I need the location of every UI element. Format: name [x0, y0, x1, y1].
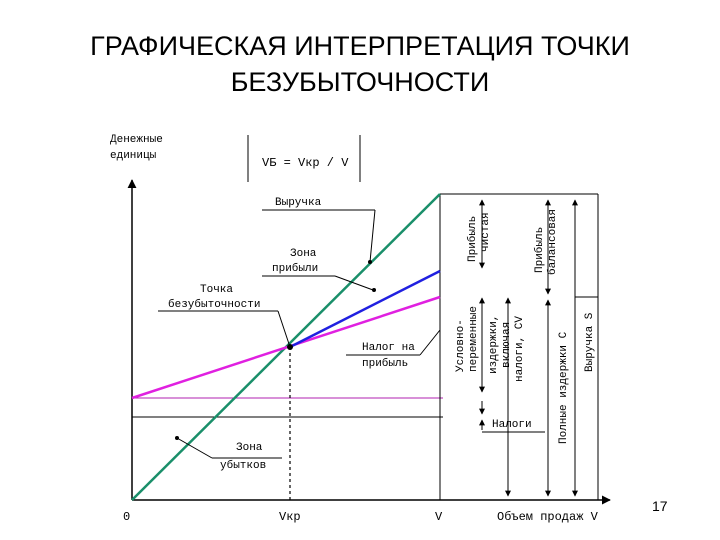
- tax-callout: Налог на прибыль: [346, 329, 441, 370]
- balance-profit-label: Прибыль балансовая: [533, 209, 559, 275]
- formula-box: VБ = Vкр / V: [247, 135, 361, 182]
- total-costs-label: Полные издержки C: [558, 331, 570, 444]
- tax-label: Налог на прибыль: [362, 342, 421, 370]
- y-axis-label: Денежные единицы: [110, 134, 169, 162]
- title-line-1: ГРАФИЧЕСКАЯ ИНТЕРПРЕТАЦИЯ ТОЧКИ: [90, 31, 630, 61]
- x-axis-label: Объем продаж V: [497, 510, 599, 524]
- variable-costs-label: издержки, включая налоги, CV: [488, 308, 526, 382]
- title-line-2: БЕЗУБЫТОЧНОСТИ: [230, 67, 490, 97]
- loss-zone-callout: Зона убытков: [175, 436, 282, 472]
- loss-zone-label: Зона убытков: [220, 442, 269, 472]
- revenue-s-label: Выручка S: [584, 312, 596, 372]
- page-number: 17: [652, 498, 668, 514]
- profit-zone-label: Зона прибыли: [272, 248, 323, 275]
- slide-title: ГРАФИЧЕСКАЯ ИНТЕРПРЕТАЦИЯ ТОЧКИ БЕЗУБЫТО…: [0, 28, 720, 100]
- tick-origin: 0: [123, 510, 130, 524]
- profit-before-tax-line: [289, 269, 441, 349]
- formula-text: VБ = Vкр / V: [262, 156, 349, 170]
- total-cost-line: [131, 295, 441, 400]
- profit-zone-callout: Зона прибыли: [262, 248, 376, 292]
- vertical-labels: Прибыль чистая Прибыль балансовая Условн…: [455, 209, 596, 444]
- fixed-costs-label: Условно- переменные: [455, 306, 480, 372]
- breakeven-label: Точка безубыточности: [168, 284, 260, 311]
- net-profit-label: Прибыль чистая: [466, 209, 492, 262]
- dimension-arrows: [479, 194, 599, 500]
- tick-volume: V: [435, 510, 443, 524]
- revenue-label: Выручка: [275, 197, 322, 209]
- taxes-callout: Налоги: [482, 419, 545, 433]
- tick-breakeven: Vкр: [279, 510, 301, 524]
- breakeven-callout: Точка безубыточности: [158, 284, 291, 348]
- revenue-callout: Выручка: [262, 197, 376, 264]
- taxes-label: Налоги: [492, 419, 532, 431]
